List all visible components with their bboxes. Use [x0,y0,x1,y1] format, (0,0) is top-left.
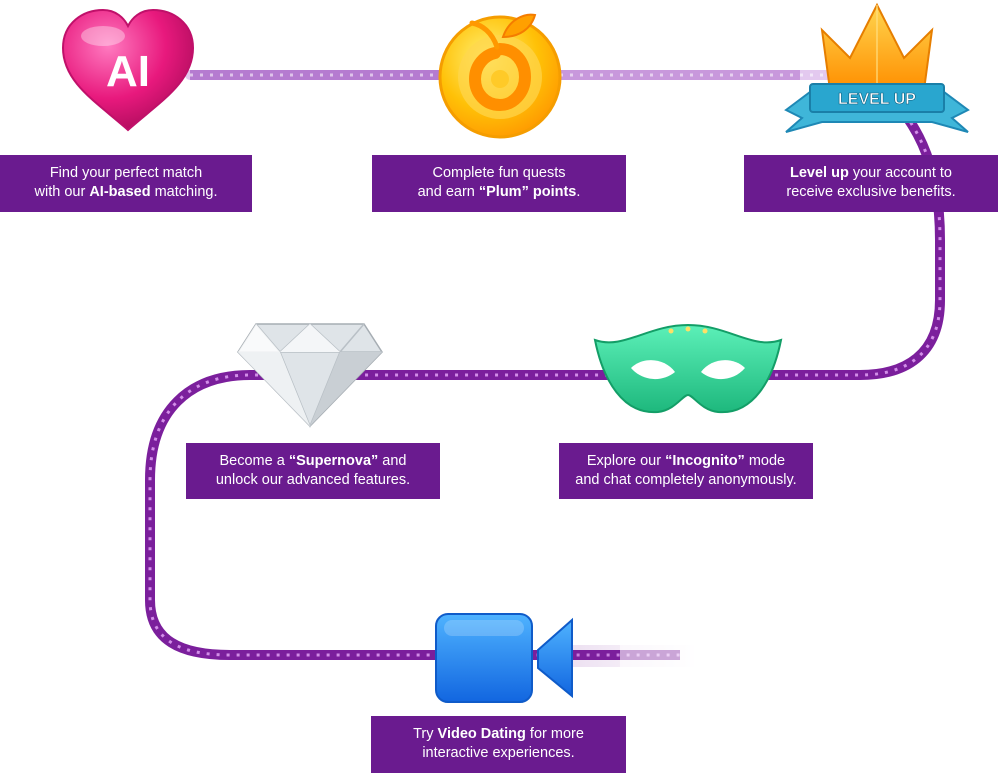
diamond-icon [236,322,384,428]
level-up-label: LEVEL UP [838,91,916,108]
step-line-2: with our AI-based matching. [34,184,218,200]
plum-coin-icon [437,7,563,139]
step-line-1: Explore our “Incognito” mode [586,453,786,469]
video-camera-icon [434,612,576,704]
ai-heart-label: AI [106,47,150,96]
step-line-2: interactive experiences. [422,745,575,761]
step-line-2: receive exclusive benefits. [786,184,956,200]
step-ai-matching: Find your perfect match with our AI-base… [0,155,252,212]
step-level-up: Level up your account to receive exclusi… [744,155,998,212]
step-line-1: Find your perfect match [49,165,203,181]
step-line-2: and chat completely anonymously. [575,472,797,488]
ai-heart-icon: AI [58,8,198,138]
step-line-1: Complete fun quests [432,165,566,181]
step-supernova: Become a “Supernova” and unlock our adva… [186,443,440,499]
crown-icon: LEVEL UP [782,0,972,140]
step-plum-points: Complete fun quests and earn “Plum” poin… [372,155,626,212]
step-line-2: and earn “Plum” points. [417,184,581,200]
step-line-1: Level up your account to [790,165,952,181]
step-incognito: Explore our “Incognito” mode and chat co… [559,443,813,499]
step-line-1: Become a “Supernova” and [219,453,407,469]
step-line-1: Try Video Dating for more [413,726,584,742]
step-video-dating: Try Video Dating for more interactive ex… [371,716,626,773]
mask-icon [593,320,783,420]
step-line-2: unlock our advanced features. [215,472,411,488]
